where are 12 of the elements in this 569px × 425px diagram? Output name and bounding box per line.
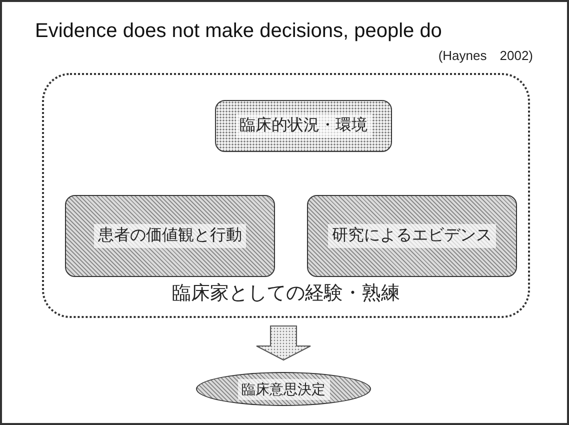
process-box <box>307 195 517 277</box>
title: Evidence does not make decisions, people do <box>35 19 442 44</box>
group-frame <box>42 73 530 318</box>
node-label: 研究によるエビデンス <box>328 224 496 248</box>
node-label: 患者の価値観と行動 <box>94 224 246 248</box>
node-label: 臨床的状況・環境 <box>236 114 372 138</box>
block-arrow <box>256 326 311 361</box>
group-label: 臨床家としての経験・熟練 <box>171 282 401 306</box>
node-label: 臨床意思決定 <box>238 378 330 400</box>
process-box <box>215 100 392 152</box>
citation: (Haynes 2002) <box>438 47 533 65</box>
process-box <box>65 195 275 277</box>
